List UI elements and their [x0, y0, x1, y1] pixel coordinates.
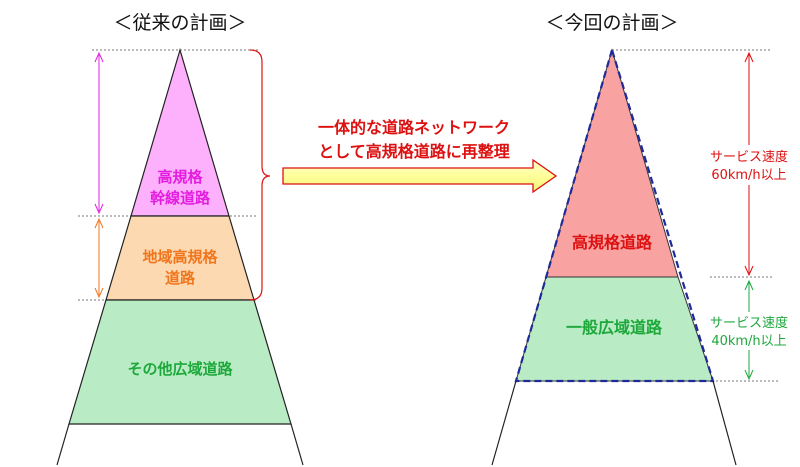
right-guide-lines [612, 49, 780, 382]
right-arrow-shape [282, 158, 558, 194]
left-orange-span-arrow [94, 217, 104, 299]
left-tier-middle-label-2: 道路 [165, 269, 196, 287]
right-tier-bottom-label: 一般広域道路 [566, 318, 663, 337]
speed-bottom-label-2: 40km/h以上 [711, 334, 786, 349]
right-base-lines [491, 380, 737, 466]
left-magenta-span-arrow [94, 51, 104, 215]
left-tier-bottom-label: その他広域道路 [127, 360, 233, 378]
left-tier-top-label-2: 幹線道路 [150, 189, 211, 207]
left-base-lines [56, 423, 304, 466]
right-diagram-title: ＜今回の計画＞ [545, 12, 678, 34]
arrow-text-line-2: として高規格道路に再整理 [318, 142, 510, 161]
right-green-span-arrow [744, 279, 754, 381]
left-red-brace [249, 49, 271, 301]
right-combined-outline [514, 46, 715, 383]
speed-top-label-2: 60km/h以上 [711, 168, 786, 183]
speed-top-label-1: サービス速度 [710, 149, 788, 165]
left-tier-top-label-1: 高規格 [157, 168, 203, 186]
left-diagram-title: ＜従来の計画＞ [113, 12, 246, 34]
speed-bottom-label-1: サービス速度 [710, 315, 788, 331]
right-red-span-arrow [744, 51, 754, 277]
left-tier-middle-label-1: 地域高規格 [142, 248, 218, 266]
right-tier-top-label: 高規格道路 [572, 233, 653, 252]
arrow-text-line-1: 一体的な道路ネットワーク [318, 118, 510, 137]
